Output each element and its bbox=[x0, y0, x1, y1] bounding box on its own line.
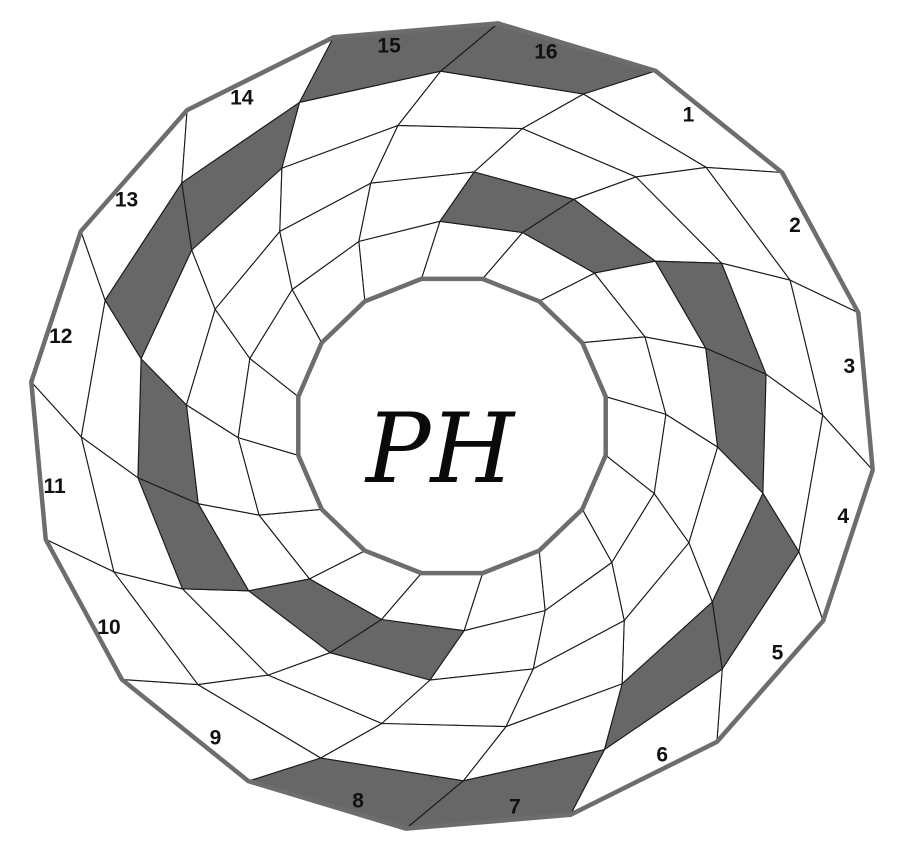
row-label-3: 3 bbox=[844, 355, 856, 378]
row-label-11: 11 bbox=[43, 475, 66, 498]
row-label-6: 6 bbox=[656, 743, 668, 766]
row-label-8: 8 bbox=[352, 789, 364, 812]
ph-logo: PH bbox=[364, 393, 517, 505]
row-label-2: 2 bbox=[789, 214, 801, 237]
row-label-4: 4 bbox=[837, 505, 849, 528]
row-label-12: 12 bbox=[49, 325, 72, 348]
row-label-14: 14 bbox=[230, 87, 254, 110]
row-label-5: 5 bbox=[772, 641, 784, 664]
row-label-1: 1 bbox=[683, 104, 695, 127]
row-label-9: 9 bbox=[210, 727, 222, 750]
row-label-13: 13 bbox=[115, 189, 138, 212]
row-label-15: 15 bbox=[377, 35, 401, 58]
row-label-10: 10 bbox=[97, 616, 120, 639]
row-label-16: 16 bbox=[534, 41, 557, 64]
row-label-7: 7 bbox=[509, 795, 521, 818]
